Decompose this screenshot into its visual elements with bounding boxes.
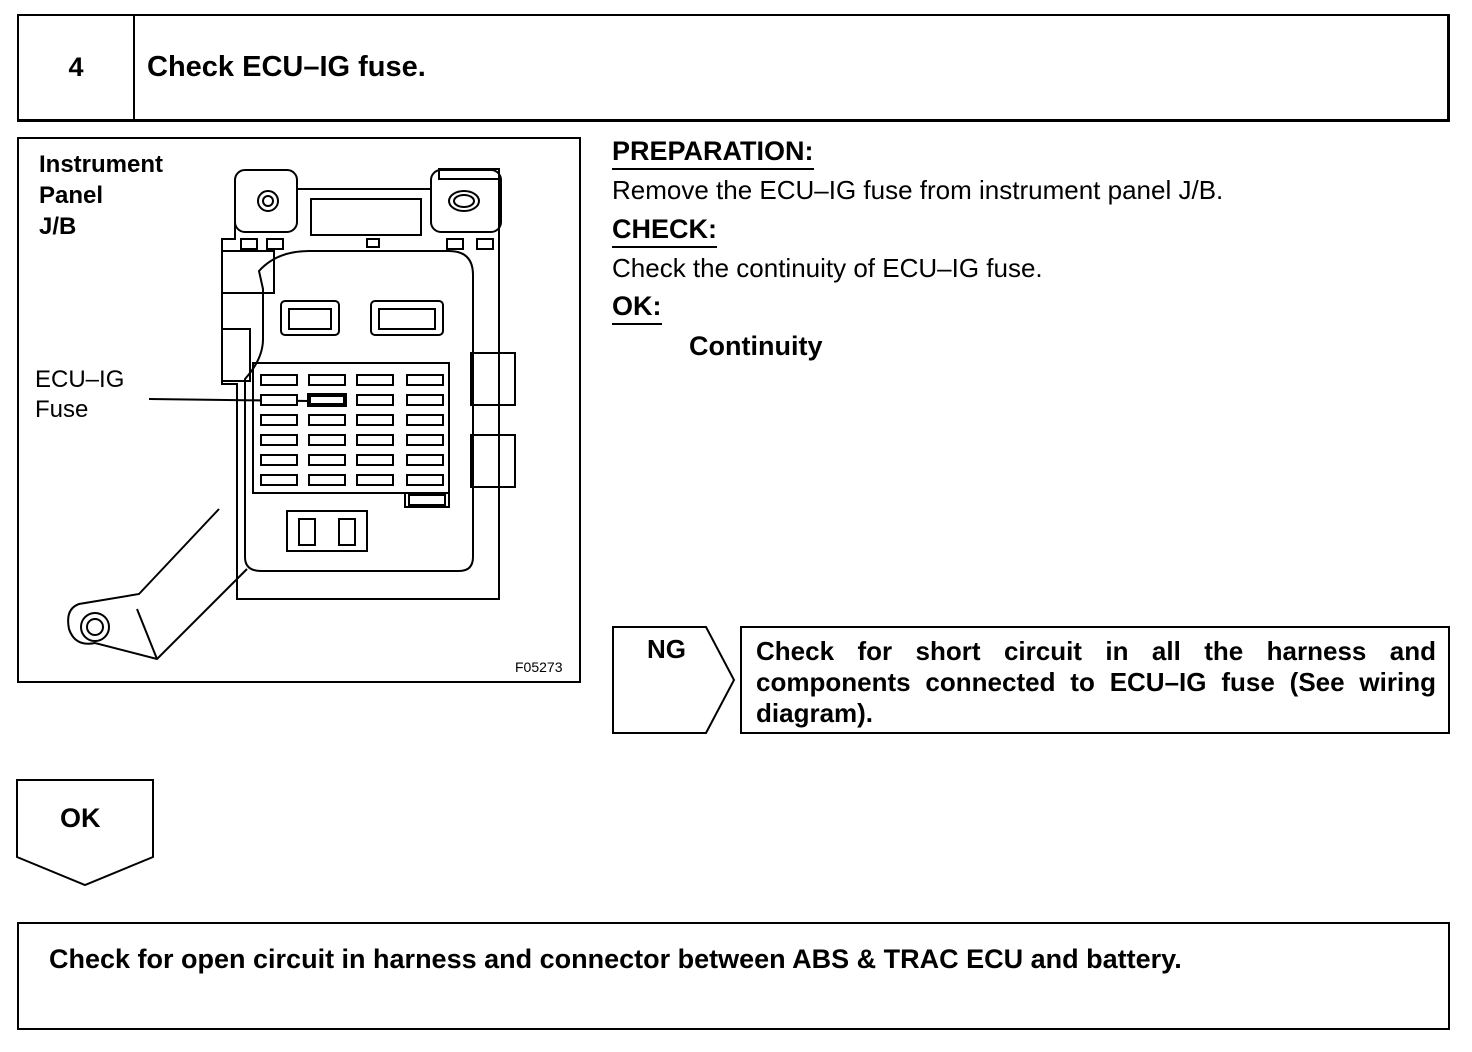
ng-label: NG <box>647 634 686 664</box>
label-jb: J/B <box>39 213 77 240</box>
step-title: Check ECU–IG fuse. <box>147 51 426 83</box>
label-panel: Panel <box>39 182 104 209</box>
label-instrument: Instrument <box>39 151 164 178</box>
step-number: 4 <box>19 16 135 119</box>
step-header: 4 Check ECU–IG fuse. <box>17 14 1450 122</box>
ok-value: Continuity <box>689 331 823 361</box>
check-text: Check the continuity of ECU–IG fuse. <box>612 253 1043 283</box>
preparation-text: Remove the ECU–IG fuse from instrument p… <box>612 175 1224 205</box>
ng-action-text: Check for short circuit in all the harne… <box>756 636 1436 728</box>
label-ecu-ig: ECU–IG <box>35 366 125 393</box>
ok-branch-label: OK <box>60 803 101 833</box>
ng-arrow <box>612 626 736 734</box>
preparation-label: PREPARATION: <box>612 135 814 170</box>
label-fuse: Fuse <box>35 396 89 423</box>
ok-label: OK: <box>612 290 662 325</box>
ng-action-box: Check for short circuit in all the harne… <box>740 626 1450 734</box>
figure-code: F05273 <box>515 659 563 675</box>
junction-block-diagram <box>67 168 516 661</box>
next-step-box: Check for open circuit in harness and co… <box>17 922 1450 1030</box>
ok-arrow <box>16 779 154 887</box>
check-label: CHECK: <box>612 213 717 248</box>
junction-block-figure: Instrument Panel J/B ECU–IG Fuse F05273 <box>17 137 581 683</box>
next-step-text: Check for open circuit in harness and co… <box>49 944 1182 974</box>
